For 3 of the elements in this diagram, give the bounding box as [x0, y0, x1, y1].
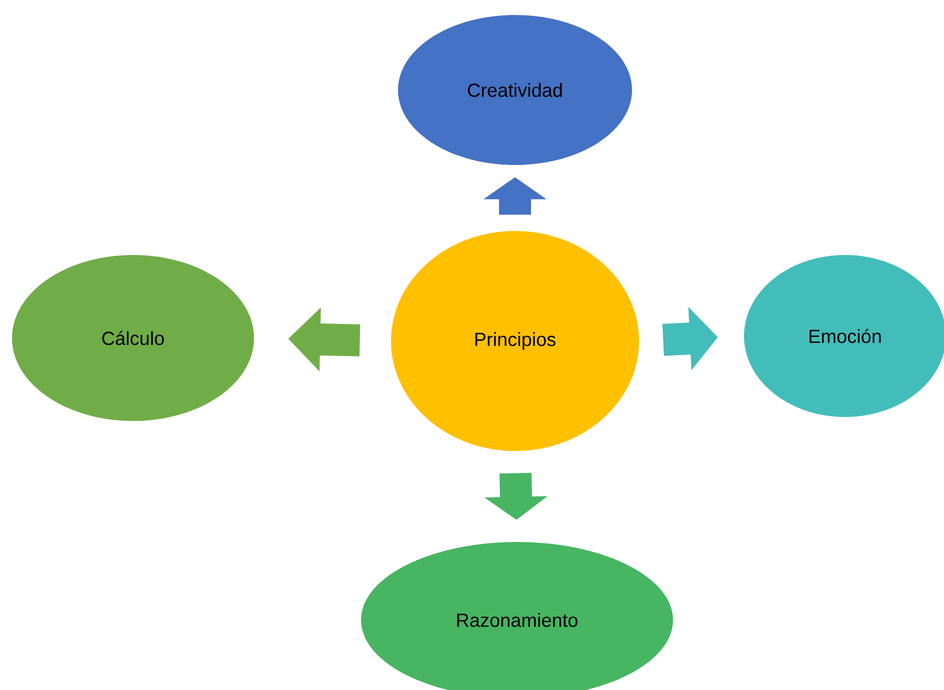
ellipse-node: Principios: [391, 231, 639, 451]
ellipse-node: Creatividad: [398, 15, 632, 165]
ellipse-node: Cálculo: [12, 255, 254, 421]
